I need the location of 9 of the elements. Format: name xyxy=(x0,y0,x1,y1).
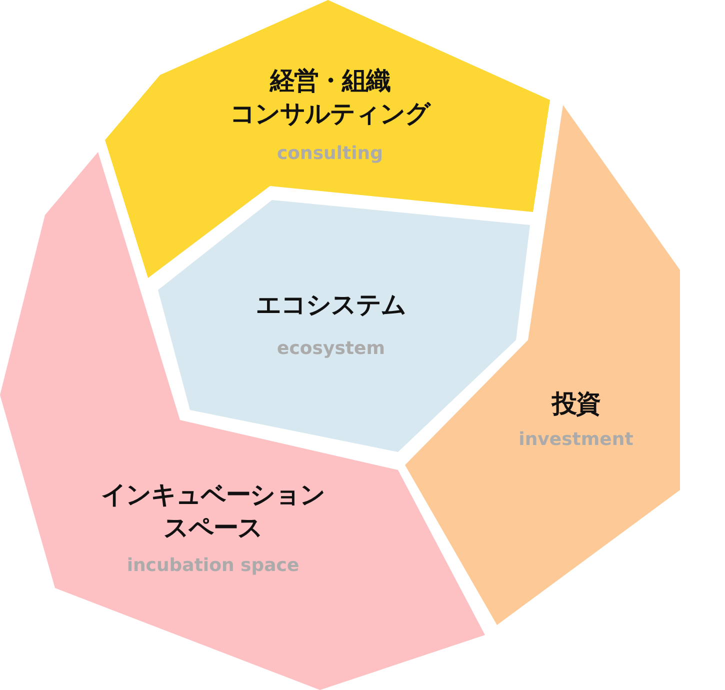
heading-text: インキュベーションスペース xyxy=(100,479,326,544)
subtitle-text: incubation space xyxy=(126,555,300,577)
heading-text: 投資 xyxy=(550,388,602,420)
heading-text: エコシステム xyxy=(255,289,407,321)
subtitle-text: consulting xyxy=(276,143,384,165)
segment-panel xyxy=(105,0,550,278)
heading-text: 経営・組織コンサルティング xyxy=(229,65,432,130)
subtitle-text: ecosystem xyxy=(276,338,386,360)
subtitle-text: investment xyxy=(518,429,634,451)
